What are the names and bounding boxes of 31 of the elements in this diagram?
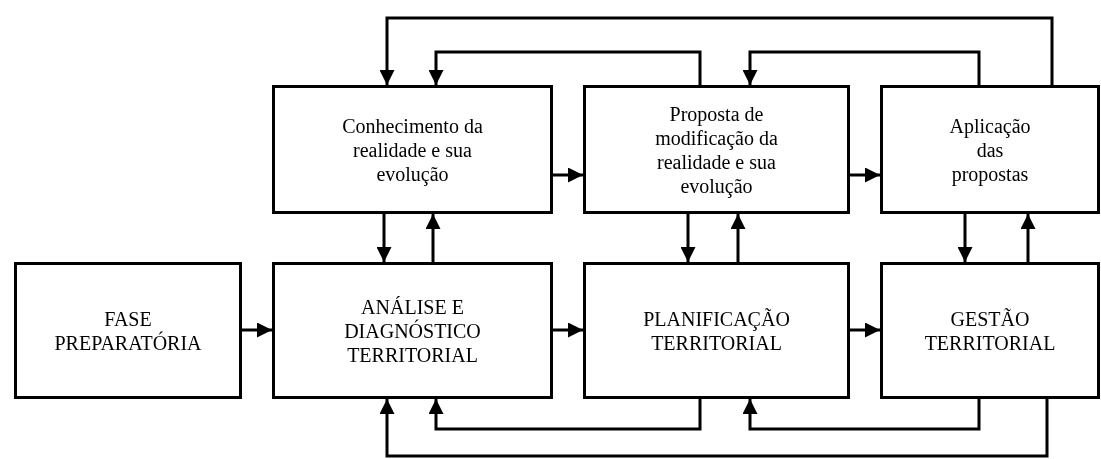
arrow	[553, 322, 583, 338]
box-label: FASE PREPARATÓRIA	[53, 306, 203, 355]
arrow	[742, 50, 981, 85]
arrow	[425, 214, 441, 262]
arrow	[553, 167, 583, 183]
box-label: GESTÃO TERRITORIAL	[923, 306, 1057, 355]
arrow	[376, 214, 392, 262]
box-label: Proposta de modificação da realidade e sua evolução	[654, 101, 779, 198]
arrow	[730, 214, 746, 262]
box-label: PLANIFICAÇÃO TERRITORIAL	[642, 306, 791, 355]
process-box	[880, 85, 1100, 214]
arrow	[742, 399, 981, 431]
box-label: ANÁLISE E DIAGNÓSTICO TERRITORIAL	[343, 294, 482, 367]
process-box	[272, 85, 553, 214]
arrow	[957, 214, 973, 262]
arrow	[242, 322, 272, 338]
arrow	[850, 322, 880, 338]
process-box	[14, 262, 242, 399]
arrow	[379, 16, 1054, 85]
arrow	[1020, 214, 1036, 262]
arrow	[379, 399, 1049, 458]
process-box	[272, 262, 553, 399]
arrow	[680, 214, 696, 262]
arrow	[428, 50, 702, 85]
arrow	[428, 399, 702, 431]
arrow	[850, 167, 880, 183]
process-box	[583, 85, 850, 214]
box-label: Conhecimento da realidade e sua evolução	[341, 113, 484, 186]
box-label: Aplicação das propostas	[948, 113, 1032, 186]
process-box	[880, 262, 1100, 399]
process-box	[583, 262, 850, 399]
